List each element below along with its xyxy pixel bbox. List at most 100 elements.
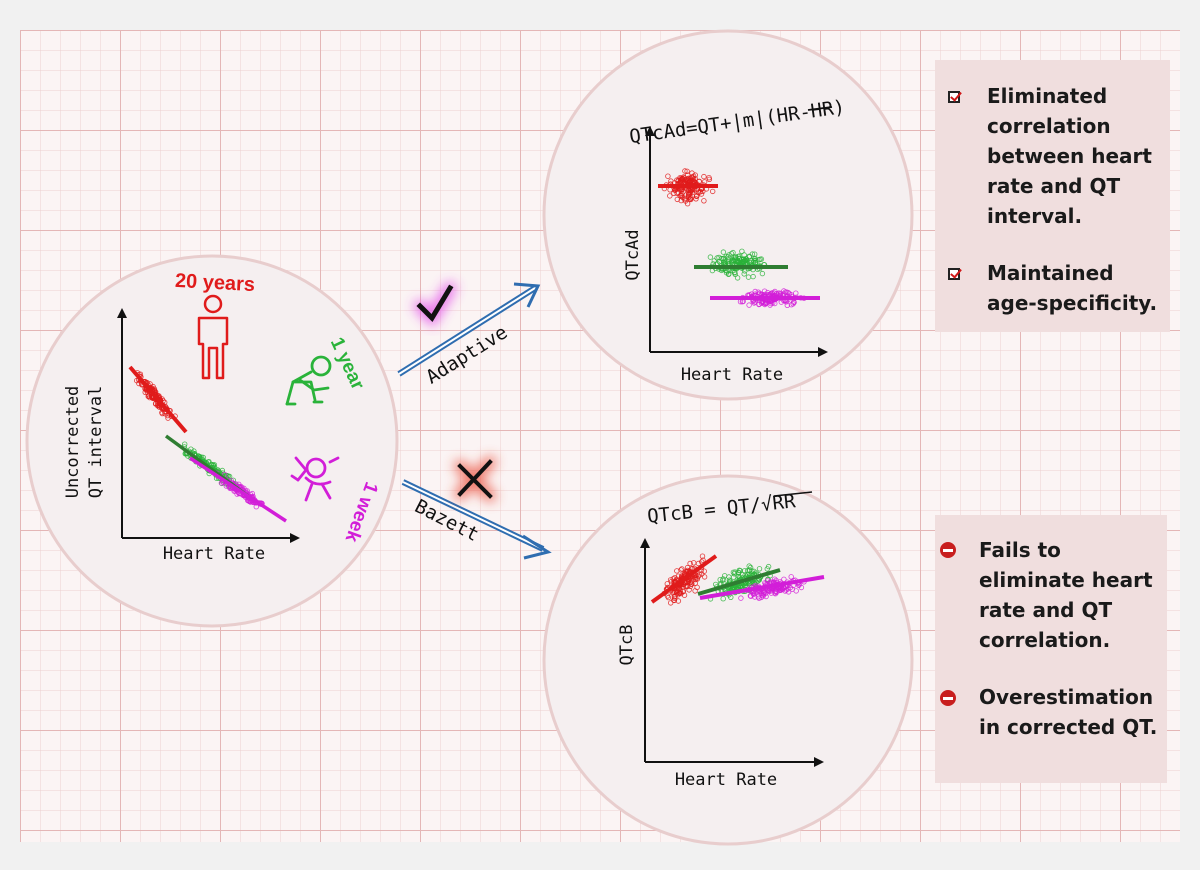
scatter-point <box>746 567 753 573</box>
advantages-panel: Eliminated correlation between heart rat… <box>935 60 1170 332</box>
scatter-point <box>664 581 670 587</box>
limitation-item-2: Overestimation in corrected QT. <box>979 685 1158 739</box>
adaptive-arrow <box>397 282 541 377</box>
scatter-point <box>755 594 761 600</box>
scatter-point <box>726 577 733 583</box>
check-mark-icon <box>414 282 456 328</box>
scatter-point <box>756 595 762 601</box>
scatter-point <box>710 188 716 195</box>
scatter-point <box>720 596 726 602</box>
scatter-point <box>758 256 765 262</box>
limitation-item-1: Fails to eliminate heart rate and QT cor… <box>979 538 1153 652</box>
scatter-point <box>699 571 705 577</box>
adult-person-icon <box>197 294 229 380</box>
scatter-point <box>725 256 731 262</box>
scatter-point <box>725 258 732 265</box>
scatter-point <box>681 592 688 598</box>
scatter-point <box>699 553 706 559</box>
scatter-point <box>692 576 698 583</box>
uncorrected-qt-chart: Heart Rate Uncorrected QT interval <box>63 308 300 564</box>
crawling-baby-icon <box>285 355 332 406</box>
scatter-point <box>668 600 674 606</box>
scatter-point <box>210 462 216 468</box>
scatter-point <box>678 177 685 184</box>
scatter-point <box>707 254 714 260</box>
scatter-point <box>683 569 689 575</box>
scatter-point <box>674 196 680 203</box>
scatter-point <box>758 300 765 306</box>
scatter-point <box>749 257 755 264</box>
scatter-point <box>722 573 728 579</box>
scatter-point <box>688 177 694 184</box>
scatter-point <box>678 590 684 597</box>
scatter-point <box>742 572 748 578</box>
scatter-point <box>741 271 747 277</box>
scatter-point <box>726 252 732 258</box>
x-axis-label: Heart Rate <box>163 544 265 564</box>
scatter-point <box>764 578 771 584</box>
scatter-point <box>750 591 757 598</box>
scatter-point <box>677 589 683 596</box>
sqrt-overline <box>773 491 813 497</box>
scatter-point <box>671 597 678 604</box>
scatter-point <box>777 586 784 592</box>
scatter-point <box>761 288 768 294</box>
scatter-point <box>723 270 730 276</box>
scatter-point <box>747 564 754 571</box>
scatter-point <box>772 590 778 596</box>
fit-line-20-years <box>128 365 188 434</box>
scatter-point <box>695 560 702 567</box>
fit-line-20-years <box>650 554 718 604</box>
scatter-point <box>730 574 737 580</box>
bazett-arrow <box>401 479 552 560</box>
scatter-point <box>736 573 742 580</box>
scatter-point <box>667 193 673 199</box>
y-axis-label-line-2: QT interval <box>86 386 106 499</box>
scatter-point <box>736 253 743 259</box>
scatter-point <box>735 570 742 576</box>
scatter-point <box>696 572 703 578</box>
scatter-point <box>146 394 153 401</box>
advantage-item-2: Maintained age-specificity. <box>987 261 1158 315</box>
scatter-point <box>701 574 708 580</box>
scatter-point <box>764 566 770 572</box>
scatter-point <box>678 567 684 573</box>
bottom-right-circle <box>542 474 914 846</box>
scatter-point <box>693 196 699 202</box>
scatter-point <box>745 274 752 280</box>
scatter-point <box>793 290 799 296</box>
scatter-point <box>700 557 706 563</box>
fit-line-1-week <box>699 575 825 600</box>
scatter-point <box>759 590 765 597</box>
fit-line-1-week <box>189 456 287 523</box>
scatter-point <box>752 251 758 257</box>
scatter-point <box>746 254 753 260</box>
scatter-point <box>746 302 752 308</box>
scatter-point <box>734 275 741 281</box>
limitations-panel: Fails to eliminate heart rate and QT cor… <box>935 515 1167 783</box>
scatter-point <box>731 258 737 264</box>
x-axis-label: Heart Rate <box>681 365 783 385</box>
scatter-point <box>694 193 700 199</box>
scatter-point <box>686 587 692 593</box>
scatter-point <box>762 301 768 308</box>
scatter-point <box>701 173 707 180</box>
scatter-point <box>674 590 680 596</box>
scatter-point <box>676 584 683 591</box>
scatter-point <box>697 189 703 195</box>
scatter-point <box>793 588 799 594</box>
scatter-point <box>752 288 758 295</box>
advantage-item-1: Eliminated correlation between heart rat… <box>987 84 1152 228</box>
scatter-point <box>691 178 697 185</box>
scatter-point <box>768 590 774 596</box>
scatter-point <box>722 259 728 265</box>
newborn-baby-icon <box>290 456 340 502</box>
scatter-point <box>757 290 763 296</box>
no-entry-icon <box>940 690 956 706</box>
y-axis-label-line-1: Uncorrected <box>63 386 83 499</box>
scatter-point <box>740 257 747 263</box>
scatter-point <box>684 168 690 174</box>
scatter-point <box>692 580 698 586</box>
scatter-point <box>755 289 761 295</box>
scatter-point <box>686 194 692 200</box>
